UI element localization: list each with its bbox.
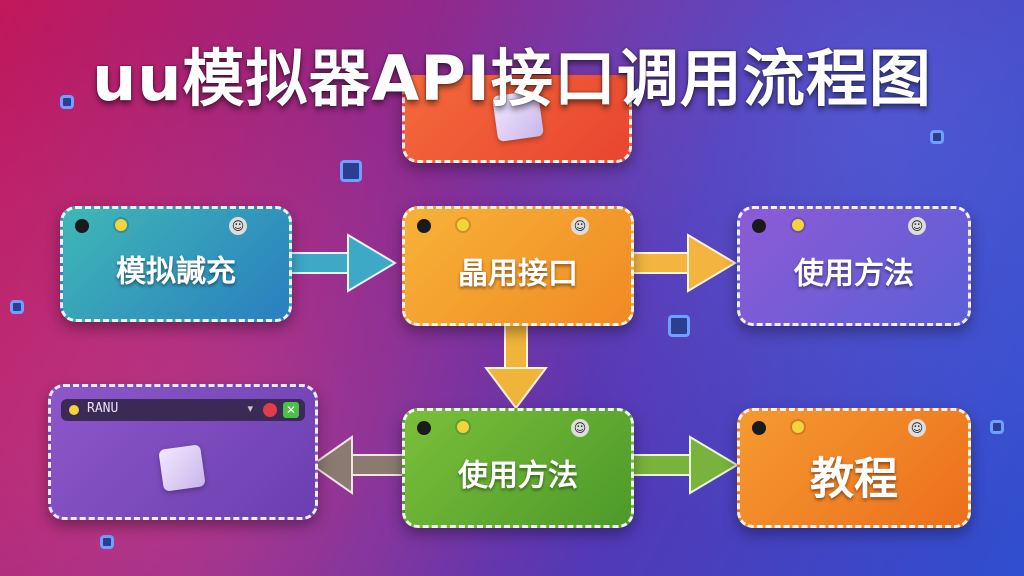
node-api: ☺ 晶用接口 xyxy=(402,206,634,326)
arrow-api-to-usage-bottom xyxy=(484,321,548,410)
page-title: uu模拟器API接口调用流程图 xyxy=(92,42,932,115)
node-label: 使用方法 xyxy=(794,256,914,292)
yellow-dot-icon xyxy=(792,421,804,433)
chip-icon xyxy=(10,300,24,314)
top-node xyxy=(402,75,632,163)
yellow-dot-icon xyxy=(792,219,804,231)
window-titlebar: RANU ▾ ✕ xyxy=(61,399,305,421)
close-icon[interactable]: ✕ xyxy=(283,402,299,418)
person-icon: ☺ xyxy=(908,217,926,235)
arrow-emulator-to-api xyxy=(287,233,397,293)
node-window: RANU ▾ ✕ xyxy=(48,384,318,520)
dark-dot-icon xyxy=(417,421,431,435)
yellow-dot-icon xyxy=(69,405,79,415)
node-tutorial: ☺ 教程 xyxy=(737,408,971,528)
window-title: RANU xyxy=(87,401,119,416)
node-usage-right: ☺ 使用方法 xyxy=(737,206,971,326)
chip-icon xyxy=(668,315,690,337)
node-label: 模拟諴充 xyxy=(116,254,236,290)
arrow-api-to-usage-right xyxy=(629,233,737,293)
chip-icon xyxy=(990,420,1004,434)
chip-icon xyxy=(60,95,74,109)
dark-dot-icon xyxy=(417,219,431,233)
person-icon: ☺ xyxy=(229,217,247,235)
person-icon: ☺ xyxy=(908,419,926,437)
node-emulator: ☺ 模拟諴充 xyxy=(60,206,292,322)
chip-icon xyxy=(930,130,944,144)
arrow-usage-to-window xyxy=(310,435,406,495)
dark-dot-icon xyxy=(752,421,766,435)
dark-dot-icon xyxy=(75,219,89,233)
node-label: 晶用接口 xyxy=(458,256,578,292)
chip-icon xyxy=(100,535,114,549)
yellow-dot-icon xyxy=(457,421,469,433)
chevron-down-icon[interactable]: ▾ xyxy=(247,402,253,415)
node-usage-bottom: ☺ 使用方法 xyxy=(402,408,634,528)
arrow-usage-to-tutorial xyxy=(629,435,739,495)
person-icon: ☺ xyxy=(571,419,589,437)
app-tile-icon xyxy=(158,444,206,492)
node-label: 教程 xyxy=(810,453,898,505)
yellow-dot-icon xyxy=(115,219,127,231)
record-icon[interactable] xyxy=(263,403,277,417)
chip-icon xyxy=(340,160,362,182)
node-label: 使用方法 xyxy=(458,458,578,494)
person-icon: ☺ xyxy=(571,217,589,235)
dark-dot-icon xyxy=(752,219,766,233)
yellow-dot-icon xyxy=(457,219,469,231)
